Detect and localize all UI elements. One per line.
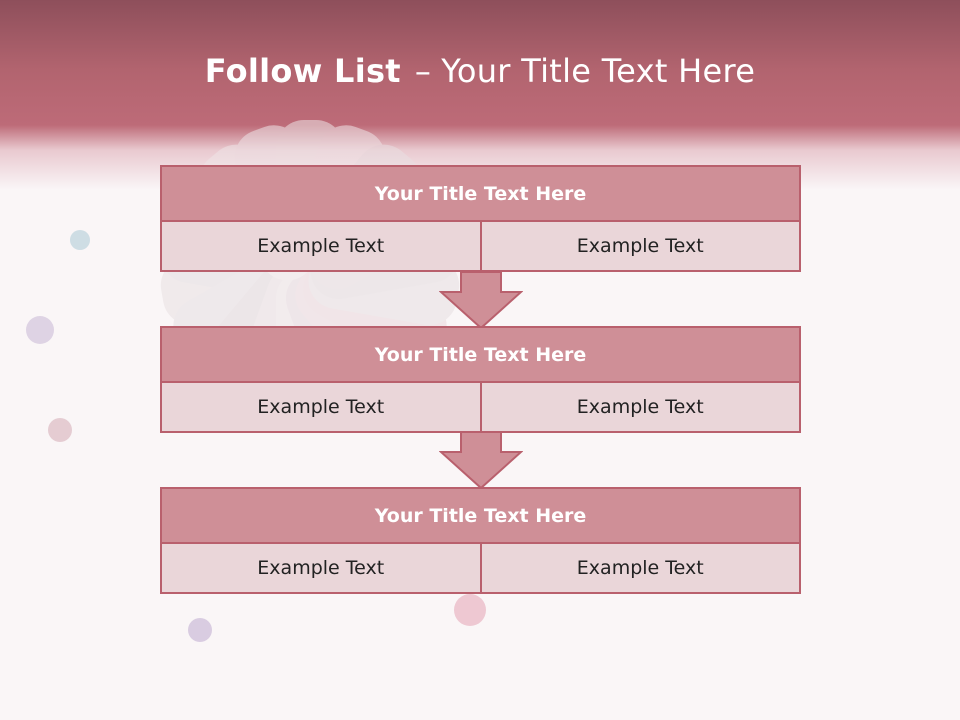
slide-title: Follow List–Your Title Text Here <box>0 52 960 90</box>
list-block-3: Your Title Text Here Example Text Exampl… <box>160 487 801 594</box>
block-cell-right: Example Text <box>481 383 801 433</box>
block-title: Your Title Text Here <box>160 165 801 222</box>
block-row: Example Text Example Text <box>160 222 801 272</box>
block-title: Your Title Text Here <box>160 487 801 544</box>
list-block-2: Your Title Text Here Example Text Exampl… <box>160 326 801 433</box>
block-row: Example Text Example Text <box>160 383 801 433</box>
block-cell-left: Example Text <box>160 544 482 594</box>
block-cell-left: Example Text <box>160 222 482 272</box>
title-bold: Follow List <box>204 52 401 90</box>
block-title: Your Title Text Here <box>160 326 801 383</box>
header-band <box>0 0 960 190</box>
block-cell-right: Example Text <box>481 222 801 272</box>
list-block-1: Your Title Text Here Example Text Exampl… <box>160 165 801 272</box>
title-rest: Your Title Text Here <box>441 52 756 90</box>
block-cell-right: Example Text <box>481 544 801 594</box>
down-arrow-icon <box>439 431 523 490</box>
block-cell-left: Example Text <box>160 383 482 433</box>
down-arrow-icon <box>439 271 523 330</box>
block-row: Example Text Example Text <box>160 544 801 594</box>
title-dash: – <box>414 52 432 90</box>
